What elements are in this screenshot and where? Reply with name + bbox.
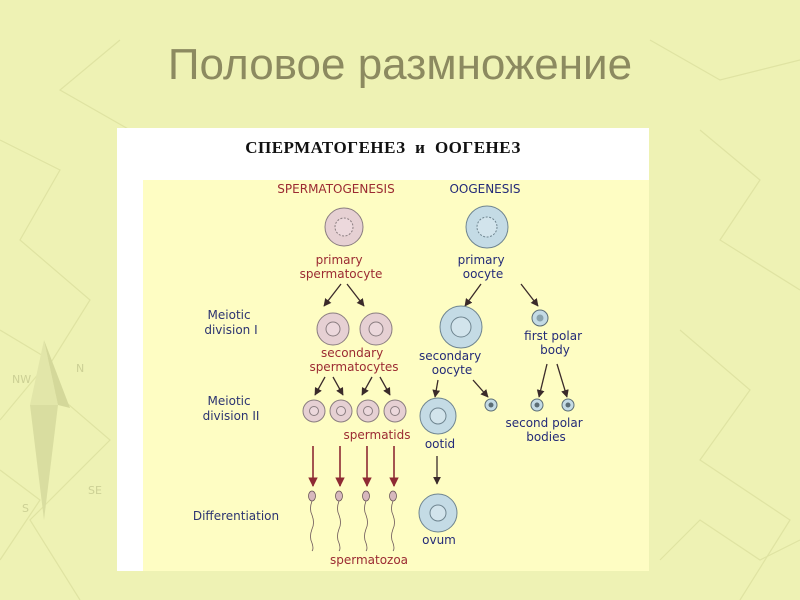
diagram-panel: SPERMATOGENESIS OOGENESIS Meiotic divisi…	[143, 180, 649, 571]
ootid-cell	[419, 397, 457, 435]
secondary-spermatocytes-label: secondary spermatocytes	[309, 346, 398, 374]
secondary-oocyte-cell	[439, 305, 483, 349]
spermatid-cell	[329, 399, 353, 423]
ovum-label: ovum	[422, 533, 456, 547]
arrow	[556, 363, 569, 398]
spermatozoon	[308, 490, 316, 552]
spermatid-cell	[302, 399, 326, 423]
arrow	[346, 283, 365, 307]
spermatozoon	[389, 490, 397, 552]
compass-rose-decoration: NW N S SE	[12, 340, 102, 520]
oogenesis-header: OOGENESIS	[449, 182, 520, 196]
arrow	[464, 283, 482, 307]
spermatogenesis-header: SPERMATOGENESIS	[277, 182, 394, 196]
arrow	[432, 379, 441, 398]
svg-text:SE: SE	[88, 484, 102, 497]
spermatozoon	[362, 490, 370, 552]
ootid-label: ootid	[425, 437, 455, 451]
gametogenesis-figure: СПЕРМАТОГЕНЕЗ и ООГЕНЕЗ SPERMATOGENESIS …	[117, 128, 649, 571]
primary-spermatocyte-label: primary spermatocyte	[300, 253, 383, 281]
slide-title: Половое размножение	[167, 40, 633, 89]
meiotic-division-1-label: Meiotic division I	[204, 308, 257, 337]
arrow	[323, 283, 342, 307]
arrow	[314, 376, 326, 396]
arrow	[379, 376, 391, 396]
figure-title: СПЕРМАТОГЕНЕЗ и ООГЕНЕЗ	[245, 138, 521, 157]
spermatozoon	[335, 490, 343, 552]
first-polar-body-label: first polar body	[524, 329, 586, 357]
gametogenesis-diagram: SPERMATOGENESIS OOGENESIS Meiotic divisi…	[193, 182, 586, 567]
second-polar-body-cell	[484, 398, 498, 412]
differentiation-label: Differentiation	[193, 509, 279, 523]
primary-oocyte-label: primary oocyte	[458, 253, 509, 281]
svg-text:S: S	[22, 502, 29, 515]
primary-oocyte-cell	[465, 205, 509, 249]
arrow	[332, 376, 344, 396]
svg-text:N: N	[76, 362, 84, 375]
first-polar-body-cell	[531, 309, 549, 327]
spermatids-label: spermatids	[344, 428, 411, 442]
spermatozoa-label: spermatozoa	[330, 553, 408, 567]
spermatid-cell	[356, 399, 380, 423]
secondary-spermatocyte-cell	[316, 312, 350, 346]
arrow	[520, 283, 539, 307]
primary-spermatocyte-cell	[324, 207, 364, 247]
second-polar-body-cell	[530, 398, 544, 412]
second-polar-bodies-label: second polar bodies	[505, 416, 586, 444]
arrow	[472, 379, 489, 398]
arrow	[361, 376, 373, 396]
arrow	[536, 363, 548, 398]
secondary-spermatocyte-cell	[359, 312, 393, 346]
meiotic-division-2-label: Meiotic division II	[203, 394, 260, 423]
second-polar-body-cell	[561, 398, 575, 412]
svg-text:NW: NW	[12, 373, 31, 386]
spermatid-cell	[383, 399, 407, 423]
ovum-cell	[418, 493, 458, 533]
secondary-oocyte-label: secondary oocyte	[419, 349, 485, 377]
